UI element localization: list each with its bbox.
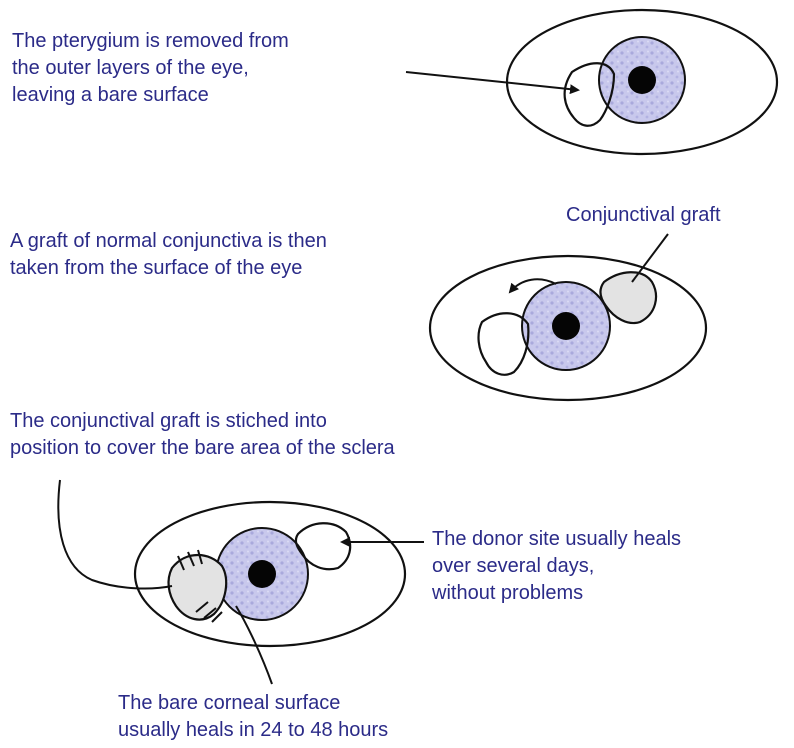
corneal-surface-caption: The bare corneal surface usually heals i… (118, 690, 388, 744)
step-3-caption: The conjunctival graft is stiched into p… (10, 408, 395, 462)
conjunctival-graft-label: Conjunctival graft (566, 202, 721, 229)
step-1-line-2: the outer layers of the eye, (12, 55, 289, 82)
conjunctival-graft-label-text: Conjunctival graft (566, 202, 721, 229)
step-3-line-2: position to cover the bare area of the s… (10, 435, 395, 462)
step-1-line-1: The pterygium is removed from (12, 28, 289, 55)
donor-site-line-3: without problems (432, 580, 681, 607)
eye-2 (430, 234, 706, 400)
donor-site-line-2: over several days, (432, 553, 681, 580)
eye-1-pupil (628, 66, 656, 94)
donor-site-caption: The donor site usually heals over severa… (432, 526, 681, 607)
step-1-caption: The pterygium is removed from the outer … (12, 28, 289, 109)
corneal-surface-line-1: The bare corneal surface (118, 690, 388, 717)
step-2-line-2: taken from the surface of the eye (10, 255, 327, 282)
step-3-line-1: The conjunctival graft is stiched into (10, 408, 395, 435)
eye-3-pupil (248, 560, 276, 588)
step-2-line-1: A graft of normal conjunctiva is then (10, 228, 327, 255)
step-2-caption: A graft of normal conjunctiva is then ta… (10, 228, 327, 282)
donor-site-line-1: The donor site usually heals (432, 526, 681, 553)
eye-3 (58, 480, 424, 684)
eye-2-pupil (552, 312, 580, 340)
eye-1 (406, 10, 777, 154)
step-1-line-3: leaving a bare surface (12, 82, 289, 109)
corneal-surface-line-2: usually heals in 24 to 48 hours (118, 717, 388, 744)
